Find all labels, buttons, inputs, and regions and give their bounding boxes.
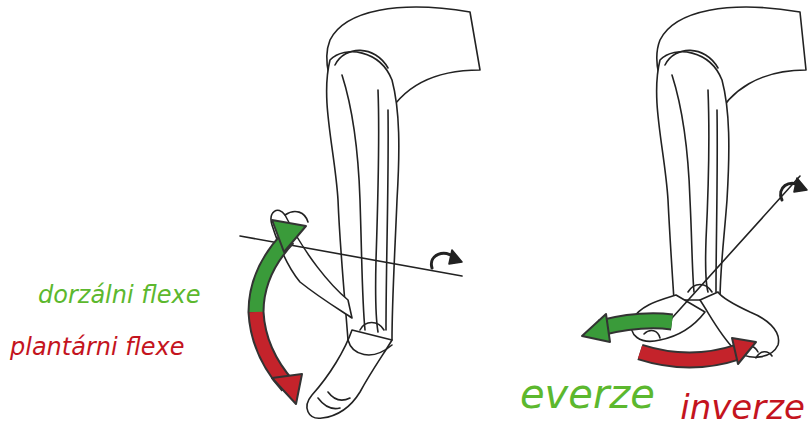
- foot-dorsal: [271, 210, 352, 318]
- flexion-label: plantárni flexe: [10, 334, 185, 360]
- knee-cap: [335, 50, 388, 68]
- toes-plantar: [318, 392, 350, 409]
- foot-plantar: [307, 330, 392, 418]
- shin: [657, 52, 729, 300]
- fibula: [386, 110, 388, 330]
- eversion-label: everze: [520, 372, 655, 416]
- rotation-arrowhead: [794, 178, 807, 192]
- knee-cap: [665, 50, 718, 68]
- rotation-arrowhead: [449, 250, 462, 264]
- fibula: [716, 110, 717, 292]
- eversion-arrow: [582, 314, 672, 342]
- tibia: [342, 75, 379, 332]
- ankle-bone: [360, 323, 384, 331]
- flexion-label: dorzálni flexe: [38, 282, 201, 308]
- axis-line: [672, 176, 800, 318]
- ankle-bone: [688, 285, 712, 293]
- tibia: [672, 75, 709, 292]
- heel: [348, 340, 392, 355]
- inversion-arrow: [640, 338, 756, 364]
- inversion-label: inverze: [680, 389, 805, 426]
- flexion-arrow: [256, 220, 306, 404]
